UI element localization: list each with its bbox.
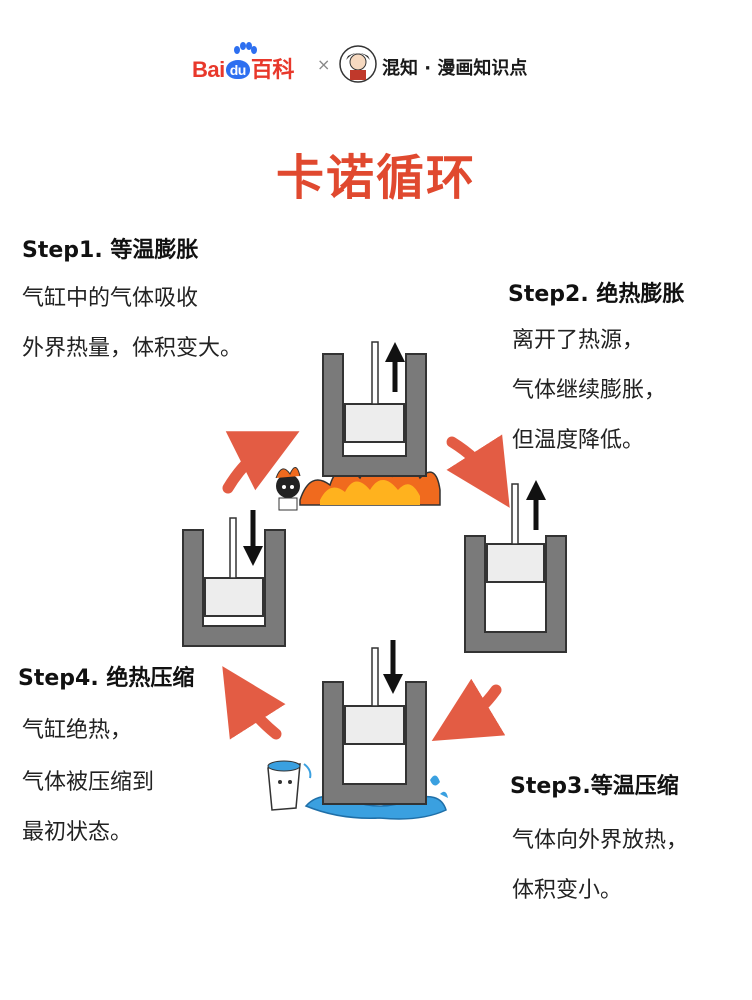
times-sign: ×	[317, 55, 331, 74]
step2-title: Step2. 绝热膨胀	[508, 282, 685, 307]
cylinder-icon	[322, 640, 427, 805]
step1-line2: 外界热量，体积变大。	[22, 336, 243, 361]
cycle-arrow-icon	[446, 434, 510, 508]
page-title: 卡诺循环	[275, 150, 476, 206]
step3-line1: 气体向外界放热，	[512, 828, 689, 853]
step3-title: Step3.等温压缩	[510, 774, 679, 799]
step2-line2: 气体继续膨胀，	[512, 378, 667, 403]
paw-icon	[234, 42, 257, 54]
cycle-arrow-icon	[222, 431, 300, 494]
cylinder-icon	[322, 341, 427, 477]
avatar-icon	[339, 45, 377, 83]
brand-name: 混知 · 漫画知识点	[382, 58, 528, 79]
step1-line1: 气缸中的气体吸收	[22, 286, 199, 311]
step3-line2: 体积变小。	[512, 878, 623, 903]
cycle-arrow-icon	[431, 678, 506, 741]
cylinder-icon	[182, 510, 286, 647]
step2-line3: 但温度降低。	[512, 428, 645, 453]
step4-title: Step4. 绝热压缩	[18, 666, 195, 691]
step1-title: Step1. 等温膨胀	[22, 238, 199, 263]
step2-line1: 离开了热源，	[512, 328, 645, 353]
cycle-arrow-icon	[222, 666, 286, 740]
step4-line3: 最初状态。	[22, 820, 133, 845]
cylinder-icon	[464, 480, 567, 653]
step4-line1: 气缸绝热，	[22, 718, 133, 743]
step4-line2: 气体被压缩到	[22, 770, 155, 795]
